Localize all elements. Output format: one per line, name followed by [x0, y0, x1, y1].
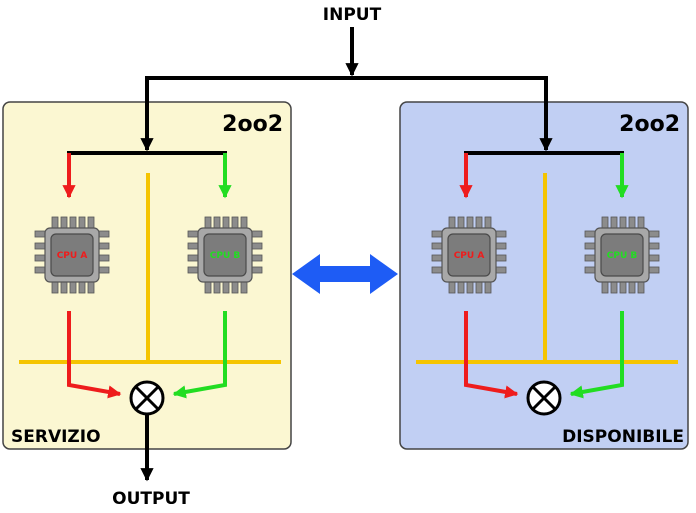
left-comparator-icon	[129, 380, 165, 416]
left-cpu-a-chip: CPU A	[34, 216, 110, 294]
left-cpu-a-label: CPU A	[57, 251, 88, 261]
right-cpu-b-label: CPU B	[607, 251, 638, 261]
left-unit: 2oo2 CPU A CPU B SERVIZIO	[11, 112, 283, 447]
right-unit-status: DISPONIBILE	[562, 427, 684, 447]
right-cpu-b-chip: CPU B	[584, 216, 660, 294]
right-cpu-a-label: CPU A	[454, 251, 485, 261]
left-unit-mode: 2oo2	[222, 112, 283, 137]
right-unit-mode: 2oo2	[619, 112, 680, 137]
right-cpu-a-chip: CPU A	[431, 216, 507, 294]
right-unit: 2oo2 CPU A CPU B DISPONIBILE	[416, 112, 684, 447]
right-comparator-icon	[526, 380, 562, 416]
right-cpu-a-output-arrow	[464, 311, 519, 399]
left-cpu-b-label: CPU B	[210, 251, 241, 261]
sync-double-arrow-icon	[292, 254, 398, 294]
left-cpu-b-output-arrow	[172, 311, 227, 399]
input-label: INPUT	[323, 5, 382, 25]
input-distribution-line	[145, 76, 548, 148]
right-cpu-b-output-arrow	[569, 311, 624, 399]
output-label: OUTPUT	[112, 489, 190, 509]
left-cpu-a-output-arrow	[67, 311, 122, 399]
left-unit-status: SERVIZIO	[11, 427, 101, 447]
left-cpu-b-chip: CPU B	[187, 216, 263, 294]
